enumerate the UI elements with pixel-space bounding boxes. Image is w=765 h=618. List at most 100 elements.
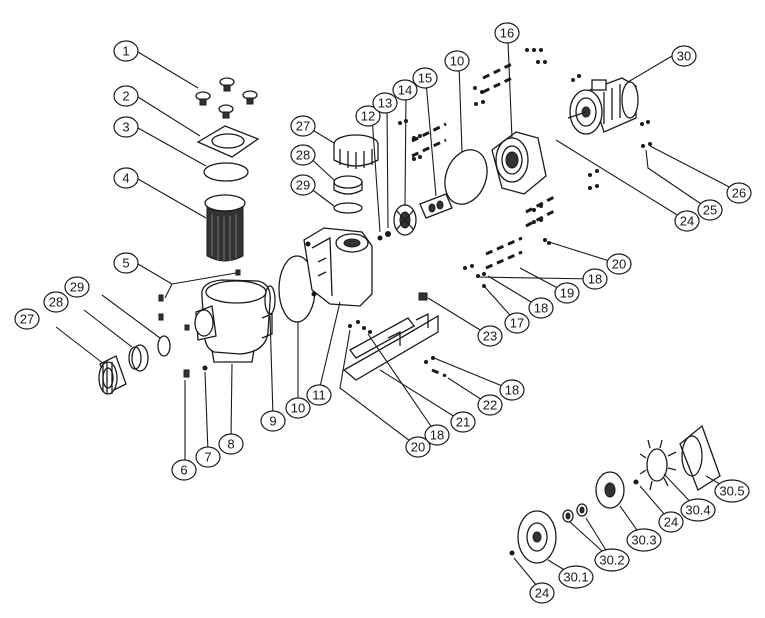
part-seal-plate [491, 131, 547, 195]
callout-10-left: 10 [285, 397, 311, 419]
svg-text:29: 29 [70, 280, 84, 295]
callout-20-a: 20 [606, 253, 632, 275]
part-motor-fan [639, 439, 677, 491]
svg-text:28: 28 [49, 295, 63, 310]
part-motor-bearings [562, 503, 588, 523]
part-mechanical-seal [419, 193, 453, 219]
callouts: 1 2 3 4 5 6 7 8 9 10 10 11 12 13 14 15 1… [14, 22, 752, 604]
svg-text:21: 21 [456, 415, 470, 430]
callout-30-3: 30.3 [626, 528, 662, 552]
svg-text:18: 18 [505, 383, 519, 398]
svg-text:15: 15 [418, 71, 432, 86]
svg-text:26: 26 [732, 186, 746, 201]
svg-text:23: 23 [483, 329, 497, 344]
callout-22: 22 [477, 394, 503, 416]
callout-24-a: 24 [674, 210, 700, 232]
part-motor-foot [342, 292, 439, 381]
svg-text:10: 10 [291, 401, 305, 416]
svg-text:27: 27 [296, 119, 310, 134]
callout-29-right: 29 [290, 174, 316, 196]
svg-text:14: 14 [398, 83, 412, 98]
svg-text:10: 10 [450, 54, 464, 69]
svg-text:30: 30 [677, 49, 691, 64]
leader-lines [55, 41, 740, 593]
part-body-oring-right [444, 149, 488, 205]
callout-14: 14 [392, 79, 418, 101]
part-impeller [393, 204, 417, 236]
callout-26: 26 [726, 182, 752, 204]
callout-9: 9 [260, 410, 286, 432]
svg-text:19: 19 [560, 286, 574, 301]
callout-13: 13 [372, 92, 398, 114]
svg-text:9: 9 [269, 414, 276, 429]
part-drain-plug-oring [202, 365, 208, 371]
svg-text:24: 24 [664, 515, 678, 530]
svg-text:7: 7 [204, 450, 211, 465]
svg-text:17: 17 [510, 316, 524, 331]
part-lid-plate [196, 125, 260, 158]
svg-text:18: 18 [588, 272, 602, 287]
part-drain-plug [183, 369, 190, 378]
callout-11: 11 [306, 384, 332, 406]
callout-12: 12 [355, 105, 381, 127]
callout-2: 2 [113, 85, 139, 107]
callout-7: 7 [195, 446, 221, 468]
callout-21: 21 [450, 411, 476, 433]
svg-text:2: 2 [122, 89, 129, 104]
svg-text:29: 29 [296, 178, 310, 193]
part-housing-oring [264, 285, 276, 315]
part-housing-screws [158, 269, 241, 331]
callout-18-b: 18 [528, 297, 554, 319]
svg-text:22: 22 [483, 398, 497, 413]
svg-text:3: 3 [122, 120, 129, 135]
callout-15: 15 [412, 67, 438, 89]
svg-text:8: 8 [227, 437, 234, 452]
part-oring-24-lower [509, 550, 515, 556]
part-nuts [348, 48, 652, 364]
svg-text:30.4: 30.4 [685, 503, 710, 518]
callout-8: 8 [218, 433, 244, 455]
callout-28-right: 28 [290, 144, 316, 166]
svg-text:5: 5 [122, 256, 129, 271]
callout-28-left: 28 [43, 291, 69, 313]
svg-text:1: 1 [122, 44, 129, 59]
svg-text:20: 20 [612, 257, 626, 272]
svg-text:18: 18 [534, 301, 548, 316]
callout-1: 1 [113, 40, 139, 62]
callout-19: 19 [554, 282, 580, 304]
callout-30-1: 30.1 [558, 565, 594, 589]
callout-24-b: 24 [658, 511, 684, 533]
svg-text:6: 6 [180, 463, 187, 478]
svg-text:30.5: 30.5 [719, 484, 744, 499]
callout-30: 30 [671, 45, 697, 67]
part-pump-body [303, 227, 373, 307]
part-lid-knobs [195, 77, 258, 119]
part-motor-end-bell [517, 510, 557, 564]
svg-text:16: 16 [500, 26, 514, 41]
callout-30-5: 30.5 [714, 479, 750, 503]
callout-30-4: 30.4 [680, 498, 716, 522]
part-motor [567, 77, 639, 135]
part-seal-12 [377, 235, 383, 241]
part-seal-13 [385, 231, 391, 237]
svg-text:18: 18 [430, 428, 444, 443]
callout-20-b: 20 [405, 436, 431, 458]
part-lid-oring [203, 162, 249, 182]
part-motor-front-plate [595, 471, 625, 509]
svg-text:28: 28 [296, 148, 310, 163]
svg-text:25: 25 [703, 203, 717, 218]
svg-text:30.1: 30.1 [563, 570, 588, 585]
part-oring-24 [633, 479, 639, 485]
svg-text:24: 24 [680, 214, 694, 229]
svg-text:13: 13 [378, 96, 392, 111]
part-strainer-basket [204, 194, 246, 262]
callout-16: 16 [494, 22, 520, 44]
callout-27-right: 27 [290, 115, 316, 137]
callout-10-right: 10 [444, 50, 470, 72]
callout-18-c: 18 [499, 379, 525, 401]
callout-23: 23 [477, 325, 503, 347]
part-motor-fan-cover [679, 424, 721, 491]
svg-text:11: 11 [312, 388, 326, 403]
svg-text:30.3: 30.3 [631, 533, 656, 548]
